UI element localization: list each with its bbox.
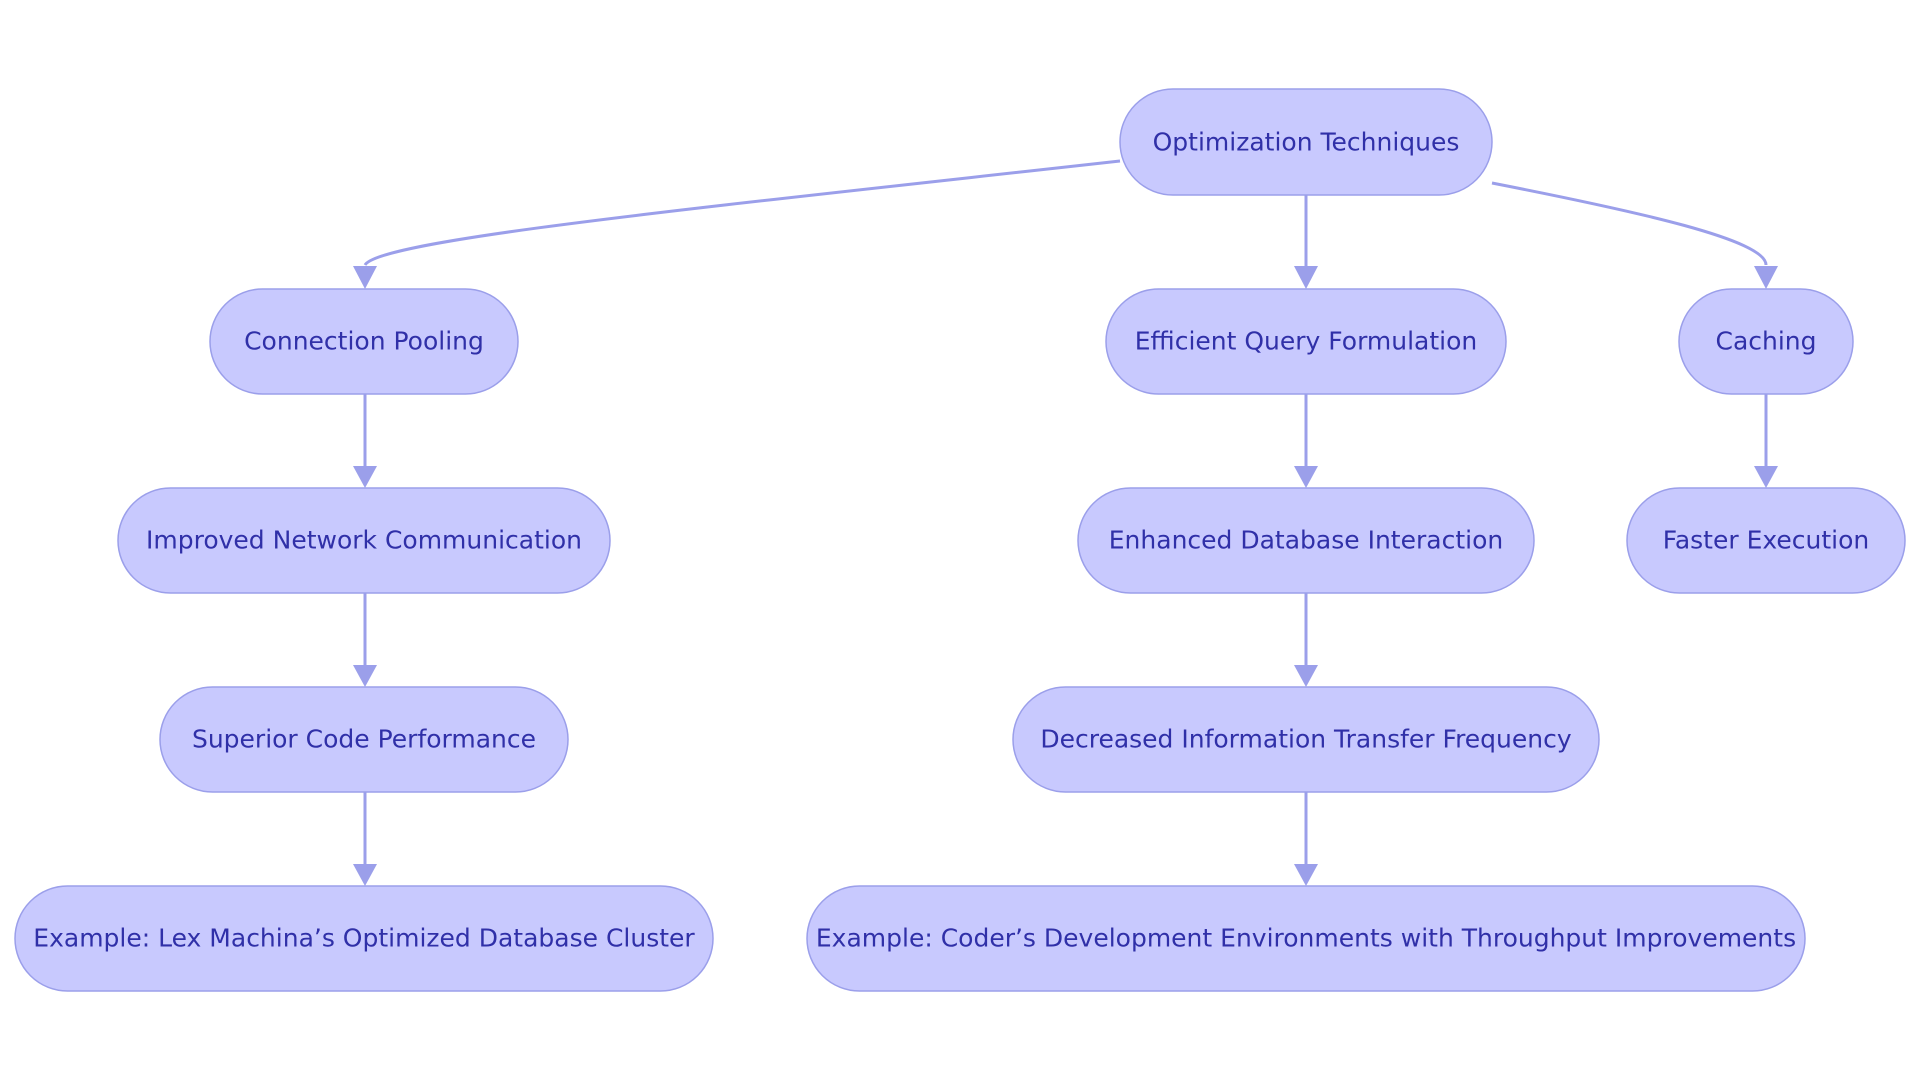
edge-root-to-connection-pooling [363,159,1121,266]
arrowhead-superior-code [353,665,377,687]
node-label: Decreased Information Transfer Frequency [1040,725,1572,754]
arrowhead-efficient-query [1294,266,1318,289]
node-label: Superior Code Performance [192,725,536,754]
nodes: Optimization Techniques Connection Pooli… [14,88,1906,992]
arrowhead-improved-network [353,466,377,488]
node-example-lex-machina[interactable]: Example: Lex Machina’s Optimized Databas… [14,885,714,992]
arrowhead-example-coder [1294,864,1318,886]
arrowhead-caching [1754,266,1778,289]
node-example-coder[interactable]: Example: Coder’s Development Environment… [806,885,1806,992]
node-label: Optimization Techniques [1153,128,1460,157]
arrowhead-connection-pooling [353,266,377,289]
node-faster-execution[interactable]: Faster Execution [1626,487,1906,594]
node-enhanced-database-interaction[interactable]: Enhanced Database Interaction [1077,487,1535,594]
node-caching[interactable]: Caching [1678,288,1854,395]
node-label: Enhanced Database Interaction [1109,526,1503,555]
node-label: Example: Lex Machina’s Optimized Databas… [33,924,695,953]
node-efficient-query-formulation[interactable]: Efficient Query Formulation [1105,288,1507,395]
node-decreased-information-transfer-frequency[interactable]: Decreased Information Transfer Frequency [1012,686,1600,793]
node-label: Connection Pooling [244,327,484,356]
node-optimization-techniques[interactable]: Optimization Techniques [1119,88,1493,196]
node-improved-network-communication[interactable]: Improved Network Communication [117,487,611,594]
edge-root-to-caching [1491,181,1768,266]
node-superior-code-performance[interactable]: Superior Code Performance [159,686,569,793]
node-label: Improved Network Communication [146,526,582,555]
node-connection-pooling[interactable]: Connection Pooling [209,288,519,395]
node-label: Example: Coder’s Development Environment… [816,924,1796,953]
edges [353,159,1778,886]
arrowhead-enhanced-db [1294,466,1318,488]
arrowhead-faster-execution [1754,466,1778,488]
node-label: Faster Execution [1663,526,1870,555]
arrowhead-example-lex [353,864,377,886]
node-label: Caching [1715,327,1816,356]
arrowhead-decreased-transfer [1294,665,1318,687]
node-label: Efficient Query Formulation [1135,327,1478,356]
